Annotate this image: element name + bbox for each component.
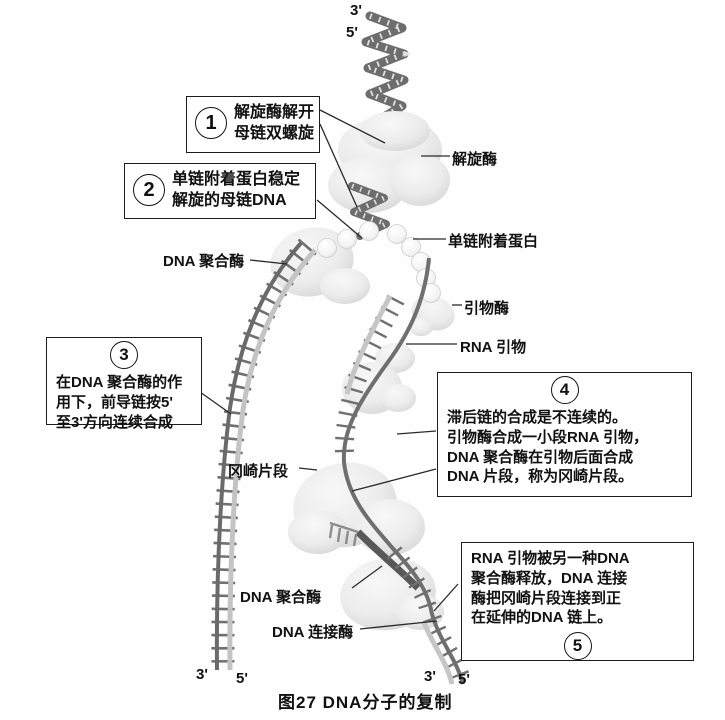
step-5-line: 酶把冈崎片段连接到正 [471,589,622,607]
step-2-line: 解旋的母链DNA [172,192,287,210]
dna-polymerase-bottom-label: DNA 聚合酶 [240,589,322,606]
step-3-number: 3 [110,341,138,369]
step-5-number: 5 [563,632,592,661]
lagging-polymerase-blob [288,462,425,555]
step-2-line: 单链附着蛋白稳定 [172,171,301,188]
rna-primer-label: RNA 引物 [460,339,527,356]
lagging-strand [328,257,472,685]
dna-ligase-label: DNA 连接酶 [272,624,354,641]
step-5-line: 在延伸的DNA 链上。 [471,609,613,627]
primase-label: 引物酶 [464,300,510,317]
step-box-1: 1 解旋酶解开 母链双螺旋 [186,96,320,153]
terminal-bottom-left-5prime: 5' [236,670,248,687]
terminal-bottom-right-5prime: 5' [458,671,470,688]
connector-lines [199,109,462,630]
helicase-label: 解旋酶 [452,151,498,168]
terminal-top-3prime: 3' [350,2,362,19]
step-box-4: 4 滞后链的合成是不连续的。 引物酶合成一小段RNA 引物， DNA 聚合酶在引… [437,372,692,497]
step-3-line: 至3'方向连续合成 [56,413,173,431]
terminal-top-5prime: 5' [346,24,358,41]
terminal-bottom-right-3prime: 3' [424,668,436,685]
step-2-number: 2 [133,174,165,207]
leading-strand-ladder [211,238,317,671]
step-3-line: 用下，前导链按5' [56,393,173,411]
figure-caption: 图27 DNA分子的复制 [278,693,453,712]
dna-polymerase-top-label: DNA 聚合酶 [163,253,245,270]
step-1-line: 母链双螺旋 [234,125,315,143]
step-4-line: DNA 聚合酶在引物后面合成 [447,448,634,466]
ssb-protein-label: 单链附着蛋白 [448,233,539,250]
step-5-line: 聚合酶释放，DNA 连接 [471,569,628,587]
step-4-line: DNA 片段，称为冈崎片段。 [447,468,634,486]
ssb-beads [317,221,441,303]
step-4-number: 4 [550,376,579,404]
terminal-bottom-left-3prime: 3' [196,666,208,683]
step-4-line: 滞后链的合成是不连续的。 [447,409,628,426]
step-box-3: 3 在DNA 聚合酶的作 用下，前导链按5' 至3'方向连续合成 [46,337,202,431]
step-1-number: 1 [195,107,227,140]
okazaki-fragment-label: 冈崎片段 [228,463,289,480]
step-box-2: 2 单链附着蛋白稳定 解旋的母链DNA [124,163,316,219]
step-box-5: RNA 引物被另一种DNA 聚合酶释放，DNA 连接 酶把冈崎片段连接到正 在延… [461,542,694,661]
step-1-line: 解旋酶解开 [234,104,315,121]
primase-blob [409,295,455,336]
parent-double-helix-icon [357,11,413,127]
helicase-blob [328,111,450,213]
step-4-line: 引物酶合成一小段RNA 引物， [447,428,649,446]
step-3-line: 在DNA 聚合酶的作 [56,374,183,391]
step-5-line: RNA 引物被另一种DNA [471,550,630,567]
